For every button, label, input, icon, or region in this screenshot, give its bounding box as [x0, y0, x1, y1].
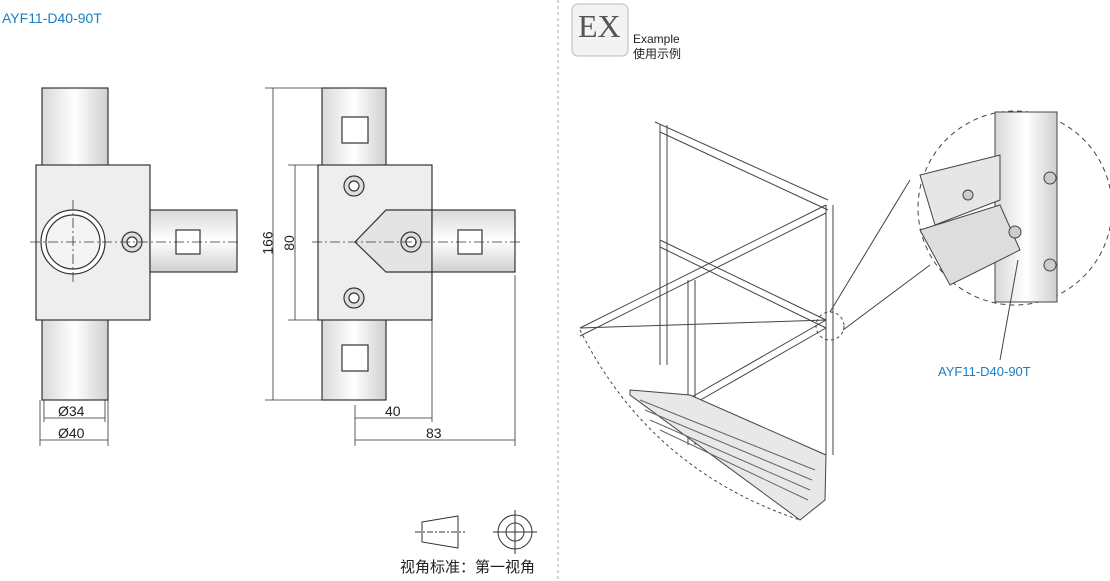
dim-166: 166	[259, 231, 276, 255]
dim-d34: Ø34	[58, 403, 85, 419]
front-view	[312, 87, 520, 401]
example-label-en: Example	[633, 32, 680, 46]
example-badge-text: EX	[578, 8, 621, 44]
part-title: AYF11-D40-90T	[2, 10, 102, 26]
example-badge	[571, 3, 629, 57]
dimension-lines	[39, 87, 516, 446]
dim-d40: Ø40	[58, 425, 85, 441]
dim-83: 83	[426, 425, 442, 441]
callout-label: AYF11-D40-90T	[938, 364, 1031, 379]
example-label-cn: 使用示例	[633, 47, 682, 61]
magnified-detail	[917, 110, 1110, 361]
example-assembly	[579, 121, 931, 521]
projection-label: 视角标准：第一视角	[400, 559, 536, 576]
first-angle-projection-symbol	[415, 510, 537, 554]
side-view	[30, 87, 240, 401]
dim-80: 80	[280, 235, 297, 251]
dim-40: 40	[385, 403, 401, 419]
